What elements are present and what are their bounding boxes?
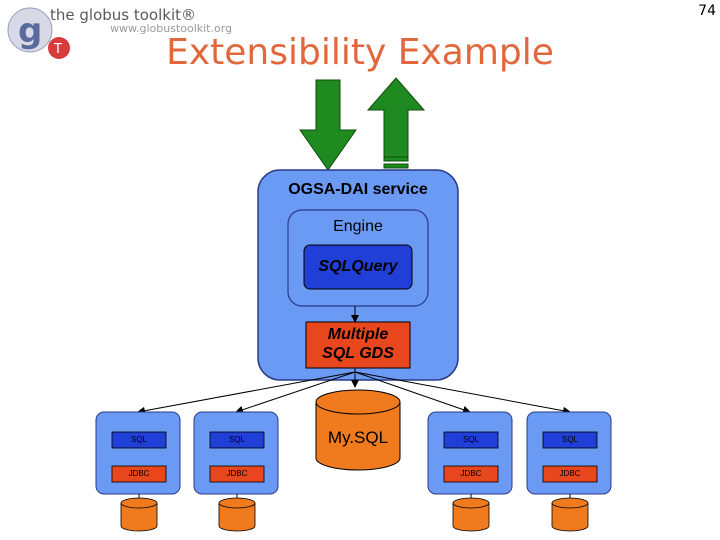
logo-brand: the globus toolkit® [50,6,197,24]
node-4-jdbc-label: JDBC [559,469,581,478]
svg-text:g: g [18,11,42,51]
gds-label: Multiple SQL GDS [306,325,410,363]
response-arrow-up [366,77,426,169]
node-1-jdbc-label: JDBC [128,469,150,478]
node-3-jdbc-label: JDBC [460,469,482,478]
slide-title: Extensibility Example [166,32,554,73]
svg-text:T: T [53,42,62,57]
node-4 [526,411,612,532]
node-3 [427,411,513,532]
node-3-sql-label: SQL [462,435,479,444]
node-4-sql-label: SQL [561,435,578,444]
node-2-sql-label: SQL [228,435,245,444]
gds-label-line1: Multiple [327,326,389,343]
engine-label: Engine [333,218,383,235]
gds-label-line2: SQL GDS [322,345,394,362]
request-arrow-down [299,79,357,171]
mysql-database-cylinder [315,389,401,471]
multiple-sql-gds-box [305,321,411,369]
globus-logo: g T [7,7,70,59]
database-label: My.SQL [327,428,389,447]
node-2 [193,411,279,532]
node-2-jdbc-label: JDBC [226,469,248,478]
node-1-sql-label: SQL [130,435,147,444]
page-number: 74 [698,3,716,19]
node-1 [95,411,181,532]
logo-url: www.globustoolkit.org [110,22,233,35]
service-label: OGSA-DAI service [288,181,428,198]
sqlquery-label: SQLQuery [318,258,398,275]
sqlquery-box [303,244,413,290]
